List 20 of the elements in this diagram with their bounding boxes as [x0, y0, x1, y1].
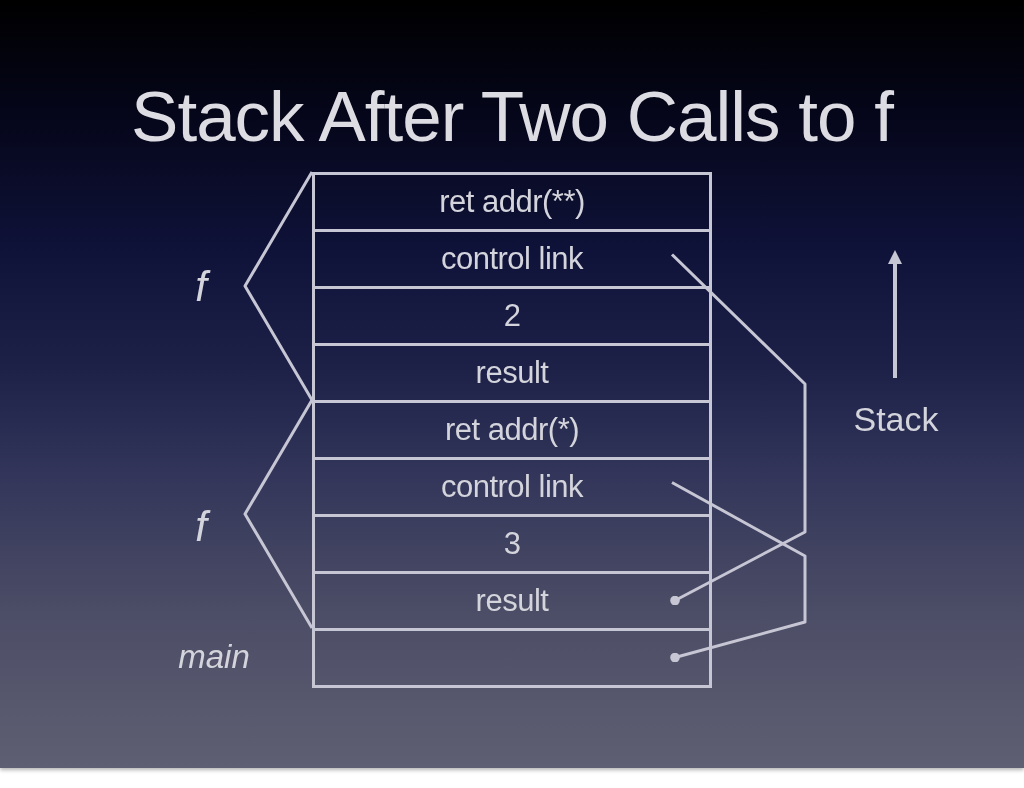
cell-text: ret addr(**): [439, 184, 585, 220]
stack-cell: [312, 172, 712, 229]
stack-cell: [312, 457, 712, 514]
cell-text: control link: [440, 241, 584, 277]
cell-text: result: [475, 583, 549, 619]
cell-text: control link: [440, 469, 584, 505]
cell-text: result: [475, 355, 549, 391]
cell-text: 2: [503, 298, 521, 334]
cell-text: 3: [503, 526, 521, 562]
frame-label: main: [178, 638, 250, 676]
cell-text: ret addr(*): [444, 412, 579, 448]
empty-stack-cell: [312, 628, 712, 688]
axis-caption: Stack: [853, 399, 939, 439]
stack-cell: [312, 286, 712, 343]
stack-cell: [312, 229, 712, 286]
stack-cell: [312, 400, 712, 457]
slide-title: Stack After Two Calls to f: [130, 76, 895, 158]
stack-cell: [312, 571, 712, 628]
stack-cell: [312, 514, 712, 571]
stack-cell: [312, 343, 712, 400]
